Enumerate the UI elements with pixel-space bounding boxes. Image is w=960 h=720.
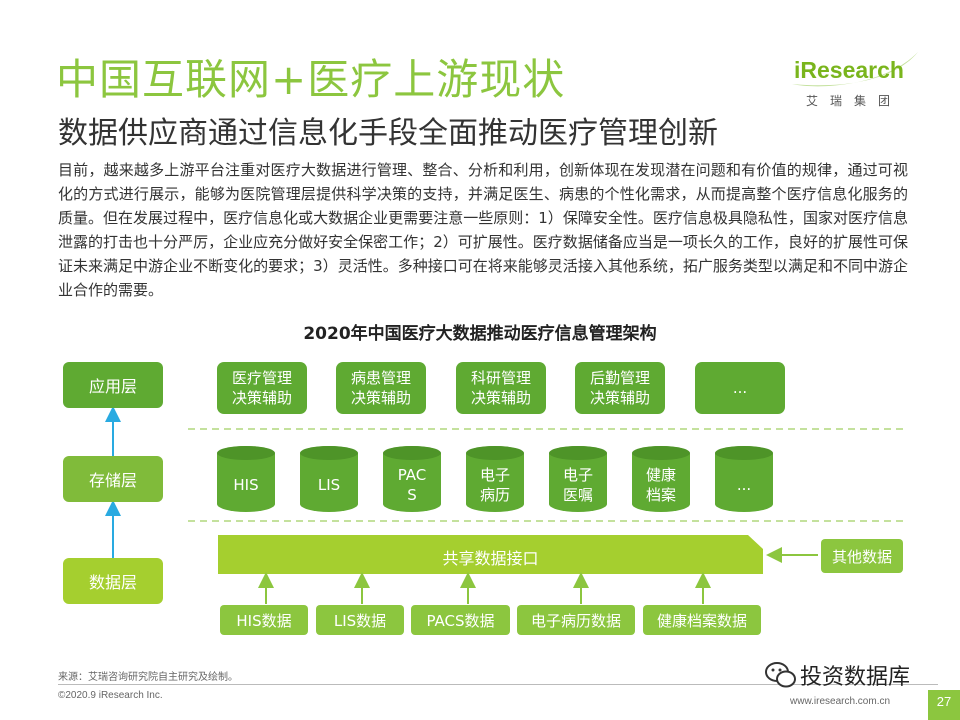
footer-source: 来源：艾瑞咨询研究院自主研究及绘制。: [58, 672, 238, 683]
app-line2: 决策辅助: [470, 389, 531, 407]
db-label: LIS: [317, 476, 341, 494]
footer-copyright: ©2020.9 iResearch Inc.: [58, 690, 163, 701]
db-label: 健康档案: [645, 466, 676, 504]
db-label: HIS: [233, 476, 259, 494]
page-number-badge: [928, 690, 960, 720]
page-title: 中国互联网+医疗上游现状: [56, 55, 566, 104]
db-emr: 电子病历: [466, 446, 524, 512]
source-emr: 电子病历数据: [517, 605, 635, 635]
footer-site: www.iresearch.com.cn: [790, 696, 891, 707]
page-subtitle: 数据供应商通过信息化手段全面推动医疗管理创新: [58, 116, 718, 151]
source-lis: LIS数据: [316, 605, 404, 635]
logo-cn-name: 艾瑞集团: [806, 94, 903, 108]
app-line1: ...: [732, 379, 748, 397]
db-label: 电子病历: [479, 466, 510, 504]
db-label: PACS: [397, 466, 427, 504]
app-line2: 决策辅助: [589, 389, 650, 407]
db-orders: 电子医嘱: [549, 446, 607, 512]
shared-interface-banner: [218, 535, 763, 574]
app-line2: 决策辅助: [350, 389, 411, 407]
app-box-research-mgmt: 科研管理 决策辅助: [456, 362, 546, 414]
db-label: ...: [736, 476, 752, 494]
db-label: 电子医嘱: [562, 466, 593, 504]
layer-data: 数据层: [63, 558, 163, 604]
logo-brand: iResearch: [794, 57, 904, 83]
db-lis: LIS: [300, 446, 358, 512]
db-health-record: 健康档案: [632, 446, 690, 512]
interface-label: 共享数据接口: [442, 549, 539, 568]
other-data-box: 其他数据: [821, 539, 903, 573]
intro-paragraph: 目前，越来越多上游平台注重对医疗大数据进行管理、整合、分析和利用，创新体现在发现…: [58, 161, 908, 299]
app-line1: 后勤管理: [589, 369, 650, 387]
diagram-title: 2020年中国医疗大数据推动医疗信息管理架构: [303, 324, 657, 344]
layer-app: 应用层: [63, 362, 163, 408]
app-line1: 科研管理: [470, 369, 531, 387]
db-more: ...: [715, 446, 773, 512]
source-health-record: 健康档案数据: [643, 605, 761, 635]
app-box-logistics-mgmt: 后勤管理 决策辅助: [575, 362, 665, 414]
app-box-more: ...: [695, 362, 785, 414]
app-box-medical-mgmt: 医疗管理 决策辅助: [217, 362, 307, 414]
source-pacs: PACS数据: [411, 605, 510, 635]
app-line2: 决策辅助: [231, 389, 292, 407]
page-number: 27: [936, 694, 952, 709]
db-his: HIS: [217, 446, 275, 512]
app-line1: 医疗管理: [231, 369, 292, 387]
db-pacs: PACS: [383, 446, 441, 512]
wechat-icon: [765, 662, 796, 688]
source-his: HIS数据: [220, 605, 308, 635]
app-box-patient-mgmt: 病患管理 决策辅助: [336, 362, 426, 414]
app-line1: 病患管理: [350, 369, 411, 387]
watermark-text: 投资数据库: [800, 665, 911, 690]
layer-storage: 存储层: [63, 456, 163, 502]
footer-divider: [58, 684, 938, 685]
